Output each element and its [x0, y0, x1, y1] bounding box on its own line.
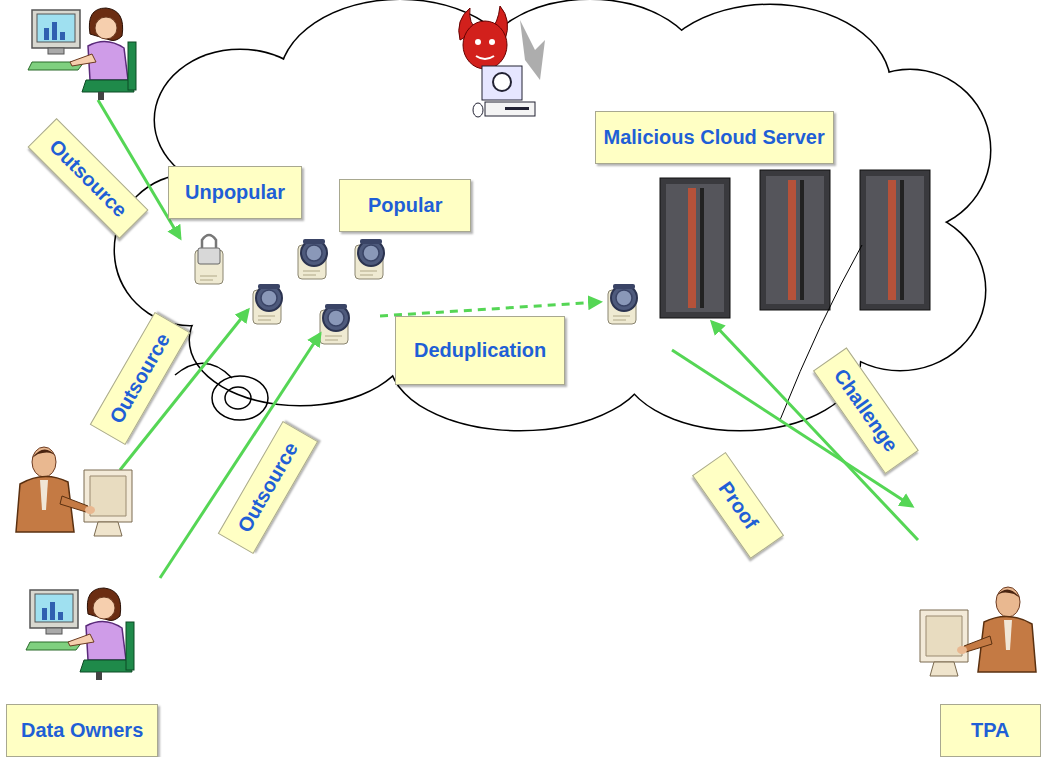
box-label: Challenge [829, 364, 903, 455]
box-label: Popular [368, 194, 442, 217]
server-racks [660, 170, 930, 420]
box-label: Proof [714, 477, 763, 533]
box-label: Outsource [45, 135, 132, 222]
tpa-figure [920, 587, 1036, 676]
data-owner-figures [16, 8, 136, 680]
label-box: Unpopular [168, 166, 302, 219]
label-box: Deduplication [395, 316, 565, 385]
label-box: Outsource [90, 311, 191, 444]
label-box: Outsource [218, 420, 319, 553]
label-box: Outsource [28, 118, 149, 239]
label-box: Proof [692, 451, 784, 558]
box-label: Malicious Cloud Server [604, 126, 825, 149]
devil-attacker [459, 6, 545, 117]
label-box: Malicious Cloud Server [595, 111, 834, 164]
label-box: Data Owners [6, 704, 158, 757]
box-label: Data Owners [21, 719, 143, 742]
box-label: Unpopular [185, 181, 285, 204]
box-label: Deduplication [414, 339, 546, 362]
unpopular-file [195, 235, 223, 284]
box-label: TPA [971, 719, 1010, 742]
cloud-puffs [175, 363, 268, 420]
label-box: TPA [940, 704, 1041, 757]
label-box: Popular [339, 179, 471, 232]
green-arrows [98, 100, 918, 578]
